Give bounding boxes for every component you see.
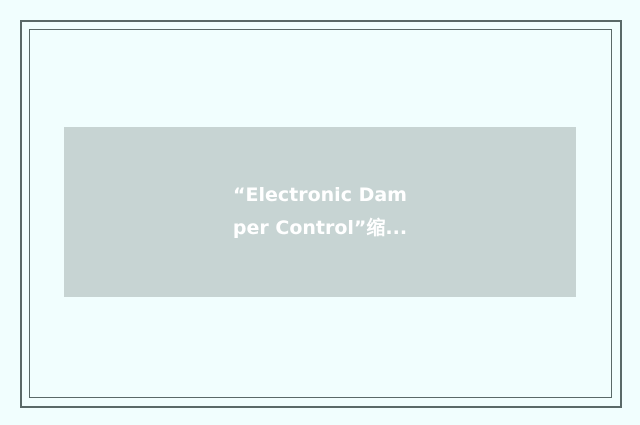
inner-frame-border [29,29,612,398]
caption-line-2: per Control”缩... [232,217,408,239]
caption-line-1: “Electronic Dam [233,184,407,206]
outer-frame-border [20,20,622,408]
image-caption: “Electronic Dam per Control”缩... [210,179,430,245]
image-placeholder[interactable]: “Electronic Dam per Control”缩... [64,127,576,297]
